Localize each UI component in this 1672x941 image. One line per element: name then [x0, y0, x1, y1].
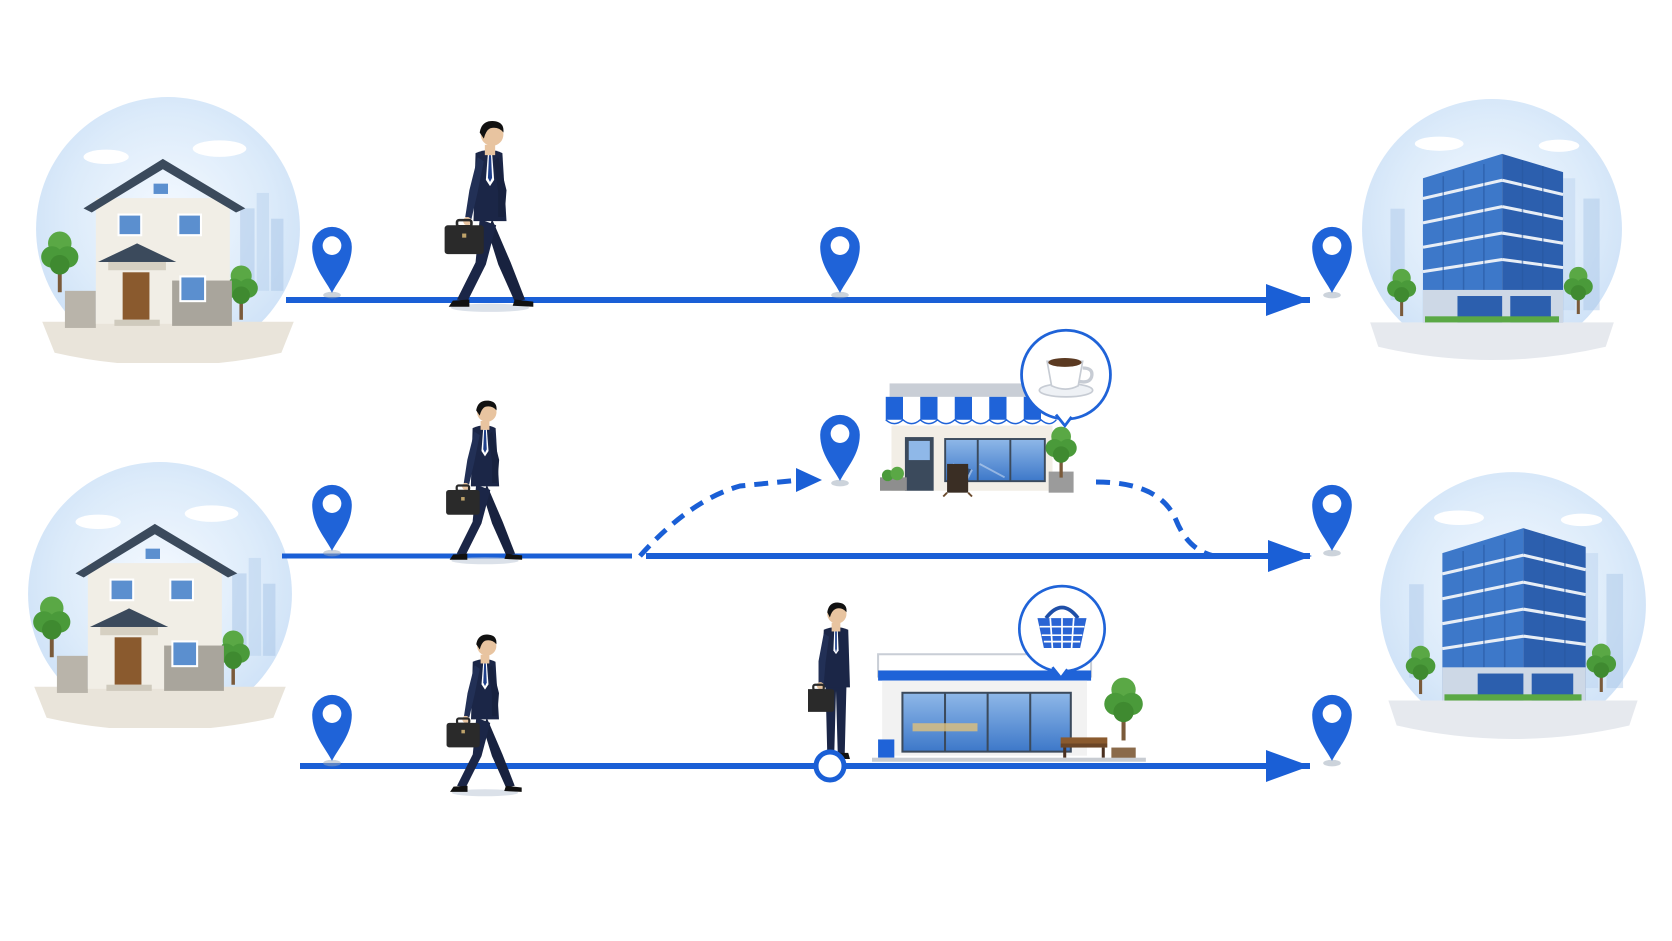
detour-path-return [1095, 479, 1215, 559]
office-building-icon [1362, 99, 1622, 360]
convenience-store-icon [860, 654, 1146, 762]
location-pin-icon [312, 484, 352, 557]
home-icon [28, 462, 292, 731]
route-direct [36, 97, 1622, 366]
walking-businessman-icon [444, 399, 524, 566]
location-pin-icon [1312, 484, 1352, 557]
location-pin-icon [312, 694, 352, 767]
walking-businessman-icon [445, 633, 524, 798]
location-pin-icon [1312, 694, 1352, 767]
detour-path [638, 477, 801, 558]
detour-arrowhead [796, 468, 822, 492]
location-pin-icon [820, 226, 860, 299]
home-icon [36, 97, 300, 366]
office-building-icon [1380, 472, 1646, 739]
route-via-convenience-store [170, 584, 1480, 798]
route-via-cafe [28, 328, 1646, 739]
walking-businessman-icon [443, 119, 535, 314]
location-pin-icon [820, 414, 860, 487]
stop-marker [813, 749, 847, 783]
location-pin-icon [312, 226, 352, 299]
standing-businessman-icon [808, 601, 852, 761]
route-arrowhead [1266, 750, 1310, 782]
route-arrowhead [1268, 540, 1312, 572]
route-arrowhead [1266, 284, 1310, 316]
location-pin-icon [1312, 226, 1352, 299]
